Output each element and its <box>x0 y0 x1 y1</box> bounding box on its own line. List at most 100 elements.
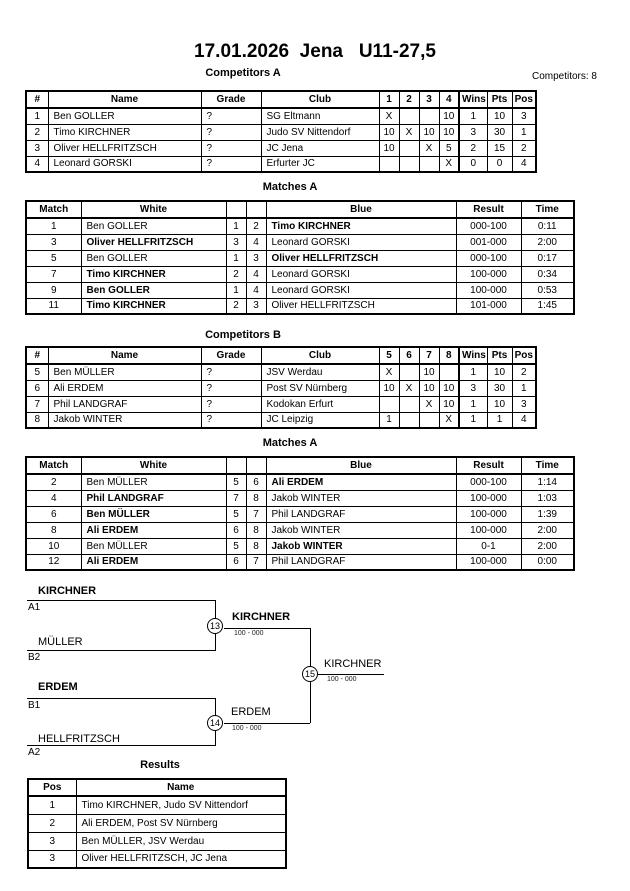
cell-vs-6 <box>398 363 420 381</box>
table-row: 1 Ben GOLLER ? SG Eltmann X 10 1 10 3 <box>25 107 537 125</box>
section-title-matches-a: Matches A <box>262 181 318 193</box>
cell-match-num: 9 <box>25 281 82 299</box>
cell-white-num: 2 <box>225 297 247 315</box>
table-header-row: # Name Grade Club 5 6 7 8 Wins Pts Pos <box>25 346 537 365</box>
col-header-white-num <box>225 200 247 219</box>
match-row: 10 Ben MÜLLER 5 8 Jakob WINTER 0-1 2:00 <box>25 537 575 555</box>
cell-result: 001-000 <box>455 233 522 251</box>
cell-pos: 3 <box>511 395 537 413</box>
cell-vs-1: 10 <box>378 139 400 157</box>
col-header-time: Time <box>520 456 575 475</box>
table-row: 5 Ben MÜLLER ? JSV Werdau X 10 1 10 2 <box>25 363 537 381</box>
cell-blue-name: Oliver HELLFRITZSCH <box>265 297 457 315</box>
cell-pos: 4 <box>511 411 537 429</box>
cell-name: Ben GOLLER <box>47 107 202 125</box>
bracket-line <box>310 628 311 674</box>
cell-num: 2 <box>25 123 49 141</box>
col-header-result: Result <box>455 200 522 219</box>
cell-vs-8: X <box>438 411 460 429</box>
cell-grade: ? <box>200 107 262 125</box>
cell-vs-5: 1 <box>378 411 400 429</box>
cell-wins: 1 <box>458 411 488 429</box>
cell-blue-num: 7 <box>245 553 267 571</box>
match-14-circle: 14 <box>207 715 223 731</box>
bracket-slot-b1-seed: B1 <box>28 700 41 711</box>
cell-result: 100-000 <box>455 521 522 539</box>
cell-vs-4: 5 <box>438 139 460 157</box>
match-row: 4 Phil LANDGRAF 7 8 Jakob WINTER 100-000… <box>25 489 575 507</box>
matches-b-table: Match White Blue Result Time 2 Ben MÜLLE… <box>25 456 575 571</box>
cell-blue-name: Leonard GORSKI <box>265 265 457 283</box>
cell-club: JC Jena <box>260 139 380 157</box>
cell-match-num: 1 <box>25 217 82 235</box>
cell-result: 101-000 <box>455 297 522 315</box>
cell-white-name: Timo KIRCHNER <box>80 297 227 315</box>
cell-vs-4: 10 <box>438 123 460 141</box>
cell-match-num: 10 <box>25 537 82 555</box>
cell-vs-8: 10 <box>438 395 460 413</box>
cell-blue-num: 6 <box>245 473 267 491</box>
cell-blue-num: 4 <box>245 233 267 251</box>
cell-blue-num: 8 <box>245 489 267 507</box>
cell-club: Erfurter JC <box>260 155 380 173</box>
col-header-match: Match <box>25 200 82 219</box>
cell-blue-name: Jakob WINTER <box>265 489 457 507</box>
col-header-club: Club <box>260 346 380 365</box>
col-header-match: Match <box>25 456 82 475</box>
cell-white-num: 5 <box>225 473 247 491</box>
cell-white-name: Ben GOLLER <box>80 249 227 267</box>
match-14-winner: ERDEM <box>231 706 271 718</box>
col-header-2: 2 <box>398 90 420 109</box>
cell-vs-8: 10 <box>438 379 460 397</box>
cell-num: 4 <box>25 155 49 173</box>
table-header-row: Match White Blue Result Time <box>25 200 575 219</box>
cell-pos: 3 <box>27 849 77 869</box>
cell-pos: 3 <box>511 107 537 125</box>
cell-result: 100-000 <box>455 489 522 507</box>
cell-num: 1 <box>25 107 49 125</box>
table-header-row: Match White Blue Result Time <box>25 456 575 475</box>
col-header-pos: Pos <box>511 346 537 365</box>
col-header-grade: Grade <box>200 90 262 109</box>
bracket-line <box>318 674 384 675</box>
cell-white-num: 6 <box>225 553 247 571</box>
cell-pos: 1 <box>511 123 537 141</box>
cell-blue-name: Leonard GORSKI <box>265 233 457 251</box>
col-header-pts: Pts <box>486 346 513 365</box>
cell-vs-6 <box>398 411 420 429</box>
col-header-3: 3 <box>418 90 440 109</box>
col-header-blue-num <box>245 456 267 475</box>
cell-white-name: Phil LANDGRAF <box>80 489 227 507</box>
cell-pts: 30 <box>486 379 513 397</box>
cell-match-num: 12 <box>25 553 82 571</box>
cell-name: Oliver HELLFRITZSCH, JC Jena <box>75 849 287 869</box>
cell-pos: 1 <box>511 379 537 397</box>
bracket-line <box>310 674 311 723</box>
col-header-white: White <box>80 456 227 475</box>
col-header-result: Result <box>455 456 522 475</box>
cell-white-num: 6 <box>225 521 247 539</box>
cell-grade: ? <box>200 139 262 157</box>
cell-club: JSV Werdau <box>260 363 380 381</box>
cell-wins: 1 <box>458 363 488 381</box>
col-header-grade: Grade <box>200 346 262 365</box>
col-header-8: 8 <box>438 346 460 365</box>
cell-vs-7: 10 <box>418 363 440 381</box>
col-header-white: White <box>80 200 227 219</box>
cell-white-num: 5 <box>225 505 247 523</box>
table-row: 7 Phil LANDGRAF ? Kodokan Erfurt X 10 1 … <box>25 395 537 413</box>
table-row: 4 Leonard GORSKI ? Erfurter JC X 0 0 4 <box>25 155 537 173</box>
cell-pts: 0 <box>486 155 513 173</box>
result-row: 2 Ali ERDEM, Post SV Nürnberg <box>27 813 287 833</box>
match-row: 7 Timo KIRCHNER 2 4 Leonard GORSKI 100-0… <box>25 265 575 283</box>
match-row: 6 Ben MÜLLER 5 7 Phil LANDGRAF 100-000 1… <box>25 505 575 523</box>
cell-white-num: 5 <box>225 537 247 555</box>
cell-vs-3: 10 <box>418 123 440 141</box>
competitors-a-table: # Name Grade Club 1 2 3 4 Wins Pts Pos 1… <box>25 90 537 173</box>
cell-match-num: 3 <box>25 233 82 251</box>
cell-white-name: Ben MÜLLER <box>80 473 227 491</box>
bracket-slot-b2-seed: B2 <box>28 652 41 663</box>
cell-blue-num: 3 <box>245 297 267 315</box>
cell-name: Timo KIRCHNER <box>47 123 202 141</box>
col-header-4: 4 <box>438 90 460 109</box>
